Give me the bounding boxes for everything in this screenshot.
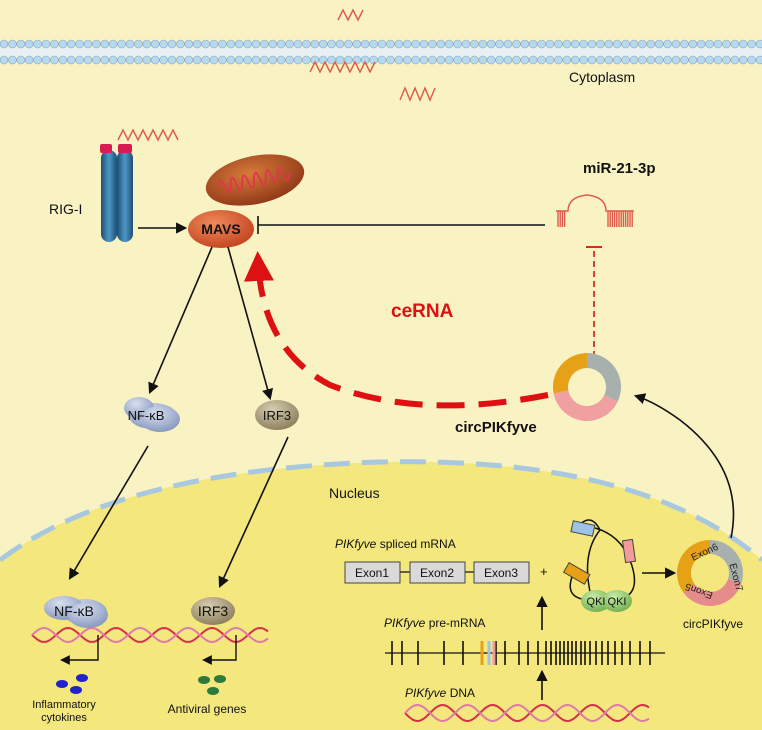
circpikfyve-label-cytoplasm: circPIKfyve [455, 419, 537, 436]
pre-mrna-label: PIKfyve pre-mRNA [384, 616, 485, 630]
viral-rna-strands [117, 8, 436, 142]
viral-rna-strand [399, 86, 436, 102]
irf3-label-nucleus: IRF3 [198, 603, 229, 619]
exon3-label: Exon3 [484, 566, 518, 580]
qki-label-1: QKI [587, 596, 606, 608]
exon2-box [409, 561, 466, 584]
cell-membrane [0, 39, 762, 65]
exon3-box [473, 561, 530, 584]
mirna-label: miR-21-3p [583, 160, 656, 177]
viral-rna-strand [309, 60, 376, 74]
ring-segment [676, 539, 710, 593]
cytokines-label: cytokines [41, 712, 87, 724]
mavs-label: MAVS [201, 221, 240, 237]
ring-segment [553, 353, 587, 394]
spliced-mrna [344, 561, 530, 584]
pre-mrna-circ-exon-mark [480, 641, 484, 665]
dna-strand [31, 626, 269, 644]
arrow-mavs-to-nfkb [148, 246, 213, 395]
circpikfyve-ring-nucleus [676, 539, 744, 607]
nucleus-label: Nucleus [329, 485, 380, 501]
irf3-protein-nucleus [191, 597, 235, 625]
dna-helix-left [31, 626, 269, 644]
ring-segment [553, 390, 618, 421]
spliced-mrna-label: PIKfyve spliced mRNA [335, 537, 456, 551]
mitochondria-icon [205, 154, 305, 206]
dna-strand [404, 703, 650, 723]
nfkb-label-cytoplasm: NF-κB [128, 408, 165, 423]
antiviral-label: Antiviral genes [168, 702, 247, 716]
cerna-label: ceRNA [391, 301, 454, 322]
mirna-icon [556, 194, 634, 227]
circpikfyve-ring-cytoplasm [553, 353, 621, 421]
ring-segment [683, 578, 742, 607]
qki-rna-loop [562, 519, 637, 612]
arrow-export-to-cytoplasm [633, 393, 735, 539]
mavs-node [188, 210, 254, 248]
arrow-irf3-to-nucleus [218, 436, 289, 589]
nfkb-protein-cytoplasm [124, 397, 180, 432]
qki-protein [602, 590, 632, 612]
dna-strand [31, 626, 269, 644]
rig-i-receptor [100, 144, 133, 242]
exon1-box [344, 561, 401, 584]
irf3-protein-cytoplasm [255, 400, 299, 430]
cytoplasm-label: Cytoplasm [569, 69, 635, 85]
plus-sign: + [540, 564, 548, 579]
pre-mrna [385, 641, 665, 665]
viral-rna-strand [117, 128, 179, 142]
arrow-nfkb-to-nucleus [68, 445, 149, 580]
cytokine-dots [56, 674, 88, 694]
dna-strand [404, 703, 650, 723]
cerna-arrow [243, 251, 549, 409]
ring-segment [587, 353, 621, 402]
inflammatory-label: Inflammatory [32, 699, 96, 711]
dna-label: PIKfyve DNA [405, 686, 475, 700]
dna-helix-right [404, 703, 650, 723]
transcription-arrow-antiviral [202, 635, 237, 665]
qki-label-2: QKI [608, 596, 627, 608]
arrow-mavs-to-irf3 [227, 246, 273, 401]
exon2-label: Exon2 [420, 566, 454, 580]
exon1-label: Exon1 [355, 566, 389, 580]
circpikfyve-label-nucleus: circPIKfyve [683, 617, 743, 631]
pre-mrna-circ-exon-mark [492, 641, 496, 665]
rig-i-label: RIG-I [49, 201, 82, 217]
antiviral-gene-dots [198, 675, 226, 695]
nfkb-protein-nucleus [44, 596, 108, 628]
transcription-arrow-inflammatory [60, 635, 99, 665]
irf3-label-cytoplasm: IRF3 [263, 408, 291, 423]
pre-mrna-circ-exon-mark [487, 641, 491, 665]
viral-rna-strand [337, 8, 364, 22]
ring-segment [710, 540, 744, 584]
qki-protein [581, 590, 611, 612]
nfkb-label-nucleus: NF-κB [54, 603, 94, 619]
nuclear-envelope [0, 459, 762, 563]
